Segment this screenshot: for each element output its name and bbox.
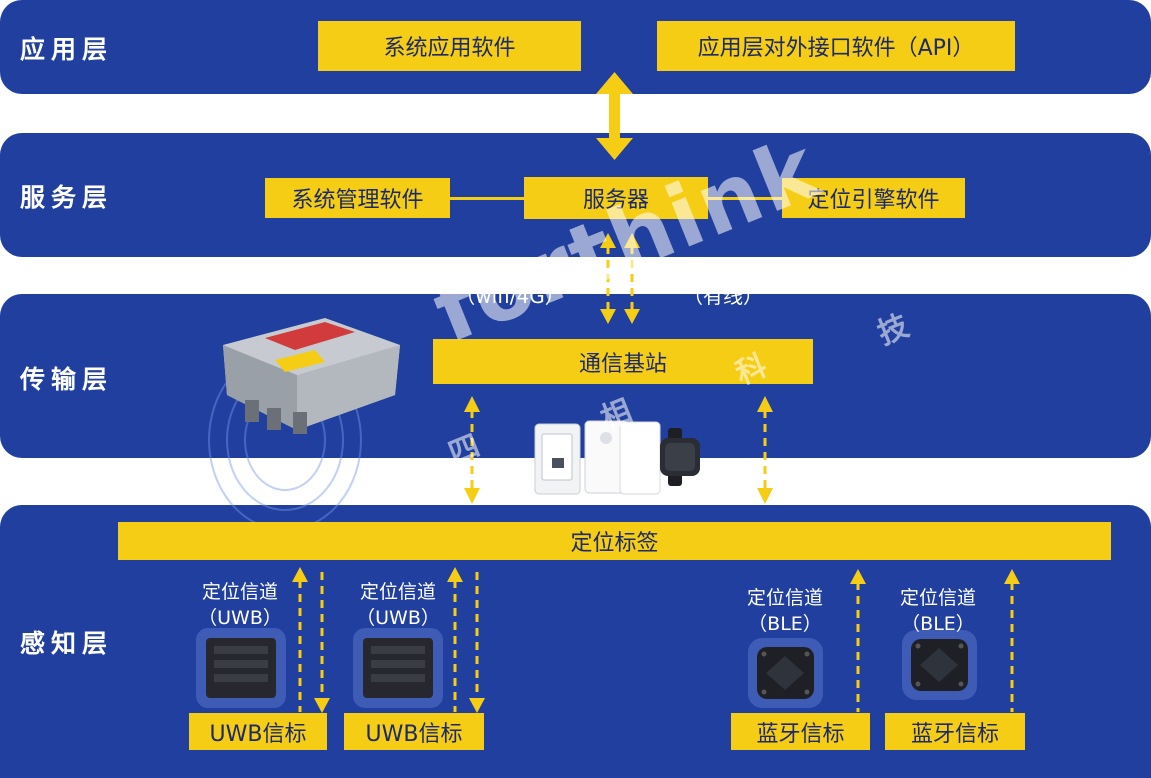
positioning-tag-bar: 定位标签 xyxy=(118,522,1111,560)
channel-wired-line2: （有线） xyxy=(683,284,763,308)
server-box: 服务器 xyxy=(524,177,708,219)
uwb1-up-arrow xyxy=(292,567,308,582)
system-management-software-box: 系统管理软件 xyxy=(265,178,450,218)
dashed-arrow-wifi-top xyxy=(600,233,616,248)
dashed-arrow-wired-top xyxy=(624,233,640,248)
uwb2-up-arrow xyxy=(447,567,463,582)
uwb-beacon-box-2: UWB信标 xyxy=(344,713,484,750)
ble-beacon-image-1 xyxy=(748,638,823,708)
ble-channel-1-line2: （BLE） xyxy=(748,613,822,635)
uwb1-down-arrow xyxy=(314,698,330,713)
api-link-label: API接口） xyxy=(640,105,737,129)
uwb-beacon-image-1 xyxy=(196,628,286,708)
positioning-tags-image xyxy=(534,420,700,495)
base-station-box: 通信基站 xyxy=(433,339,813,384)
transport-arrow-left-top xyxy=(464,396,480,412)
uwb-channel-2-line1: 定位信道 xyxy=(359,581,436,603)
transport-arrow-right-top xyxy=(757,396,773,412)
gateway-device-image xyxy=(208,318,400,531)
bluetooth-beacon-box-1: 蓝牙信标 xyxy=(731,713,870,750)
service-connector-right xyxy=(708,197,782,200)
channel-wifi-line1: 通信信道 xyxy=(470,258,550,282)
ble-channel-2-line1: 定位信道 xyxy=(899,587,976,609)
channel-wifi-line2: （wifi/4G） xyxy=(455,284,565,308)
ble-beacon-image-2 xyxy=(902,630,977,700)
transport-layer-title: 传输层 xyxy=(20,365,114,394)
ble-channel-label-2: 定位信道 （BLE） xyxy=(883,585,993,637)
perception-layer-title: 感知层 xyxy=(20,629,114,658)
uwb-channel-label-1: 定位信道 （UWB） xyxy=(185,579,295,631)
dashed-arrow-wired-bottom xyxy=(624,309,640,324)
channel-wifi-label: 通信信道 （wifi/4G） xyxy=(455,257,565,309)
uwb-channel-1-line1: 定位信道 xyxy=(201,581,278,603)
service-layer-title: 服务层 xyxy=(20,183,114,212)
service-connector-left xyxy=(450,197,524,200)
bluetooth-beacon-box-2: 蓝牙信标 xyxy=(885,713,1025,750)
channel-wired-label: 通信信道 （有线） xyxy=(668,257,778,309)
transport-arrow-left-bottom xyxy=(464,488,480,504)
ble1-up-arrow xyxy=(850,569,866,584)
application-layer-title: 应用层 xyxy=(20,35,114,64)
system-application-software-box: 系统应用软件 xyxy=(318,21,581,71)
uwb-channel-2-line2: （UWB） xyxy=(356,607,440,629)
uwb-beacon-box-1: UWB信标 xyxy=(189,713,327,750)
api-double-arrow xyxy=(596,72,633,160)
transport-arrow-right-bottom xyxy=(757,488,773,504)
uwb-channel-1-line2: （UWB） xyxy=(198,607,282,629)
uwb-beacon-image-2 xyxy=(353,628,443,708)
ble-channel-label-1: 定位信道 （BLE） xyxy=(730,585,840,637)
ble2-up-arrow xyxy=(1004,569,1020,584)
ble-channel-2-line2: （BLE） xyxy=(901,613,975,635)
application-api-software-box: 应用层对外接口软件（API） xyxy=(657,21,1015,71)
positioning-engine-software-box: 定位引擎软件 xyxy=(782,178,965,218)
ble-channel-1-line1: 定位信道 xyxy=(746,587,823,609)
uwb2-down-arrow xyxy=(469,698,485,713)
uwb-channel-label-2: 定位信道 （UWB） xyxy=(343,579,453,631)
channel-wired-line1: 通信信道 xyxy=(683,258,763,282)
dashed-arrow-wifi-bottom xyxy=(600,309,616,324)
